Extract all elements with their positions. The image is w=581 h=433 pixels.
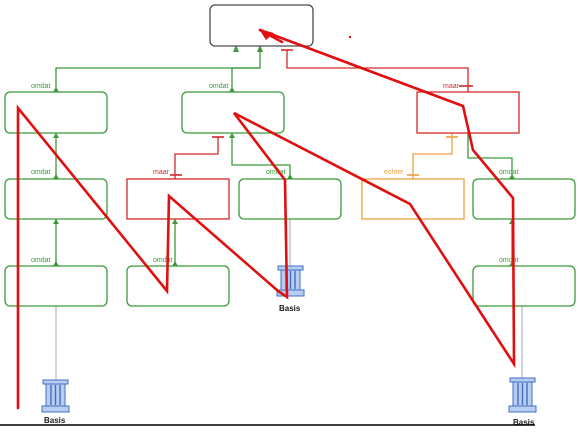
green-triangle-junction-icon — [53, 133, 59, 138]
green-triangle-junction-icon — [229, 87, 235, 92]
connector-right-1-2 — [467, 133, 513, 179]
node-mid-child-level2[interactable] — [238, 178, 342, 220]
green-triangle-junction-icon — [229, 133, 235, 138]
green-connectors — [55, 46, 513, 266]
classical-column-pillar-icon — [41, 379, 70, 413]
green-triangle-junction-icon — [53, 174, 59, 179]
connector-middle-to-maar-child — [174, 137, 219, 179]
basis-label-right: Basis — [513, 418, 535, 427]
label-omdat: omdat — [31, 83, 51, 90]
basis-icon-right[interactable] — [508, 377, 537, 413]
node-right-level2[interactable] — [472, 178, 576, 220]
basis-label-middle: Basis — [279, 304, 301, 313]
red-relation-bars — [170, 49, 473, 176]
connector-middle-to-mid-child — [231, 133, 291, 179]
hand-drawn-red-trace-stroke-2 — [258, 28, 284, 44]
green-triangle-junction-icon — [509, 174, 515, 179]
connector-maar-right-to-echter — [412, 133, 453, 179]
node-bottom-middle-level3[interactable] — [126, 265, 230, 307]
label-echter: echter — [384, 169, 404, 176]
basis-icon-left[interactable] — [41, 379, 70, 413]
green-triangle-junction-icon — [53, 219, 59, 224]
node-echter-level2[interactable] — [361, 178, 465, 220]
green-triangle-junction-icon — [172, 261, 178, 266]
label-maar: maar — [443, 83, 460, 90]
hand-drawn-red-trace-path — [16, 28, 516, 410]
green-triangle-junction-icon — [172, 219, 178, 224]
label-omdat: omdat — [209, 83, 229, 90]
label-omdat: omdat — [31, 169, 51, 176]
classical-column-pillar-icon — [508, 377, 537, 413]
green-triangle-junction-icon — [53, 87, 59, 92]
green-triangle-junction-icon — [257, 45, 263, 52]
connector-top-to-left — [55, 46, 261, 92]
node-left-level2[interactable] — [4, 178, 108, 220]
green-triangle-junction-icon — [287, 174, 293, 179]
node-top-claim[interactable] — [209, 4, 314, 47]
green-triangle-junction-icon — [53, 261, 59, 266]
red-connectors — [174, 50, 469, 179]
green-junctions — [53, 45, 515, 266]
label-omdat: omdat — [153, 257, 173, 264]
label-omdat: omdat — [499, 257, 519, 264]
label-maar: maar — [153, 169, 170, 176]
green-triangle-junction-icon — [233, 45, 239, 52]
node-right-level3[interactable] — [472, 265, 576, 307]
basis-label-left: Basis — [44, 416, 66, 425]
node-left-level3[interactable] — [4, 265, 108, 307]
node-maar-child-level2[interactable] — [126, 178, 230, 220]
node-middle-level1[interactable] — [181, 91, 285, 134]
connector-top-to-maar-right — [286, 50, 469, 92]
orange-relation-bars — [407, 136, 458, 176]
label-omdat: omdat — [31, 257, 51, 264]
label-omdat: omdat — [499, 169, 519, 176]
connector-top-to-middle — [231, 67, 260, 92]
red-dot-mark — [348, 35, 352, 39]
label-omdat: omdat — [266, 169, 286, 176]
